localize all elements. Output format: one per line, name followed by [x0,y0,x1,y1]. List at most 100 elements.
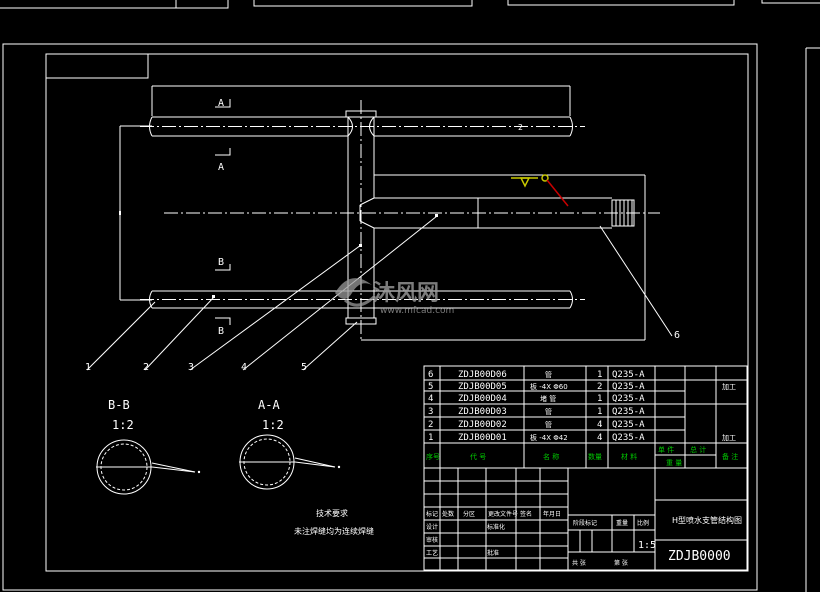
bom-cell-code: ZDJB00D03 [458,407,507,417]
balloon-4: 4 [241,362,247,373]
tb-drawing-title: H型喷水支管结构图 [672,515,742,525]
bom-cell-material: Q235-A [612,420,645,430]
bom-cell-qty: 2 [597,382,602,392]
bom-header-weight: 重 量 [666,459,682,467]
bom-cell-qty: 4 [597,433,602,443]
section-mark-a-bottom: A [218,162,224,173]
bom-cell-no: 6 [428,370,433,380]
bom-header: 序号 代 号 名 称 数量 材 料 单 件 总 计 重 量 备 注 [426,445,738,467]
bom-cell-name: 堵 管 [540,394,556,403]
bom-header-qty: 数量 [588,452,602,461]
bom-cell-qty: 1 [597,370,602,380]
tb-sheets-label: 共 张 [572,559,586,567]
bom-row: 5 ZDJB00D05 板 -4X Φ60 2 Q235-A 加工 [428,382,736,392]
bom-row: 3 ZDJB00D03 管 1 Q235-A [428,407,645,417]
bom-cell-qty: 1 [597,394,602,404]
bom-cell-material: Q235-A [612,433,645,443]
tb-approve-label: 批准 [487,549,499,557]
bom-row: 6 ZDJB00D06 管 1 Q235-A [428,370,645,380]
section-title-aa: A-A [258,398,280,412]
tb-scale-value: 1:5 [638,540,656,551]
bom-cell-qty: 1 [597,407,602,417]
bom-cell-material: Q235-A [612,394,645,404]
bom-rows: 6 ZDJB00D06 管 1 Q235-A 5 ZDJB00D05 板 -4X… [428,370,736,443]
bom-header-remarks: 备 注 [722,452,738,461]
section-view-aa: A-A 1:2 [239,398,341,490]
weld-symbol [511,174,569,207]
dimension-tick-marks [119,211,438,298]
section-view-bb: B-B 1:2 [96,398,201,495]
bom-cell-name: 板 -4X Φ60 [530,382,568,391]
bom-cell-name: 管 [545,420,552,429]
dimension-label-2: 2 [518,123,523,132]
bom-header-unit-weight: 单 件 [658,445,674,454]
pipe-assembly-view [86,85,673,371]
sheet-outer-border [2,43,758,591]
part-balloons: 1 2 3 4 5 6 [85,330,680,373]
bom-cell-note: 加工 [722,382,736,391]
bom-cell-code: ZDJB00D01 [458,433,507,443]
bom-cell-code: ZDJB00D02 [458,420,507,430]
tb-zone-label: 分区 [463,510,475,518]
bom-cell-code: ZDJB00D06 [458,370,507,380]
balloon-5: 5 [301,362,307,373]
bom-cell-no: 5 [428,382,433,392]
section-scale-bb: 1:2 [112,418,134,432]
title-block-text: 标记 处数 分区 更改文件号 签名 年月日 设计 标准化 审核 工艺 批准 阶段… [426,510,742,567]
watermark: 沐风网 www.mfcad.com [335,278,454,316]
bom-cell-material: Q235-A [612,407,645,417]
section-mark-a-top: A [218,98,224,109]
title-block [423,467,748,571]
bom-header-name: 名 称 [543,452,559,461]
tb-count-label: 处数 [442,510,454,518]
watermark-logo-icon [335,278,377,307]
tb-design-label: 设计 [426,523,438,531]
bom-header-material: 材 料 [621,452,637,461]
tb-drawing-number: ZDJB0000 [668,549,731,564]
watermark-url: www.mfcad.com [380,306,454,316]
bom-row: 2 ZDJB00D02 管 4 Q235-A [428,420,645,430]
tb-craft-label: 工艺 [426,549,438,557]
bom-cell-qty: 4 [597,420,602,430]
tb-sheet-label: 第 张 [614,559,628,567]
section-mark-b-bottom: B [218,326,224,337]
bom-header-code: 代 号 [470,452,486,461]
bom-cell-material: Q235-A [612,382,645,392]
tb-mark-label: 标记 [426,510,438,518]
balloon-3: 3 [188,362,194,373]
tb-scale-label: 比例 [637,519,649,527]
bom-cell-no: 4 [428,394,433,404]
balloon-6: 6 [674,330,680,341]
section-mark-b-top: B [218,257,224,268]
tb-change-doc-label: 更改文件号 [488,510,518,518]
section-view-labels: A A B B 2 [218,98,523,337]
bom-header-no: 序号 [426,452,440,461]
bom-table [423,365,748,469]
tech-notes-line-1: 未注焊缝均为连续焊缝 [294,526,374,536]
balloon-2: 2 [143,362,149,373]
tb-sign-label: 签名 [520,510,532,518]
section-scale-aa: 1:2 [262,418,284,432]
tb-weight-label: 重量 [616,519,628,527]
technical-requirements: 技术要求 未注焊缝均为连续焊缝 [294,508,374,536]
bom-header-total-weight: 总 计 [690,445,706,454]
bom-cell-no: 1 [428,433,433,443]
bom-row: 1 ZDJB00D01 板 -4X Φ42 4 Q235-A 加工 [428,433,736,443]
bom-cell-material: Q235-A [612,370,645,380]
tb-date-label: 年月日 [543,510,561,518]
tech-notes-title: 技术要求 [316,508,348,518]
bom-cell-name: 板 -4X Φ42 [530,433,568,442]
sheet-inner-frame [45,53,749,572]
bom-cell-no: 3 [428,407,433,417]
drawing-no-box [45,53,149,79]
balloon-1: 1 [85,362,91,373]
bom-cell-code: ZDJB00D05 [458,382,507,392]
bom-cell-no: 2 [428,420,433,430]
bom-row: 4 ZDJB00D04 堵 管 1 Q235-A [428,394,645,404]
bom-cell-code: ZDJB00D04 [458,394,507,404]
tb-stage-label: 阶段标记 [573,519,597,527]
section-title-bb: B-B [108,398,130,412]
tb-std-label: 标准化 [487,523,505,531]
